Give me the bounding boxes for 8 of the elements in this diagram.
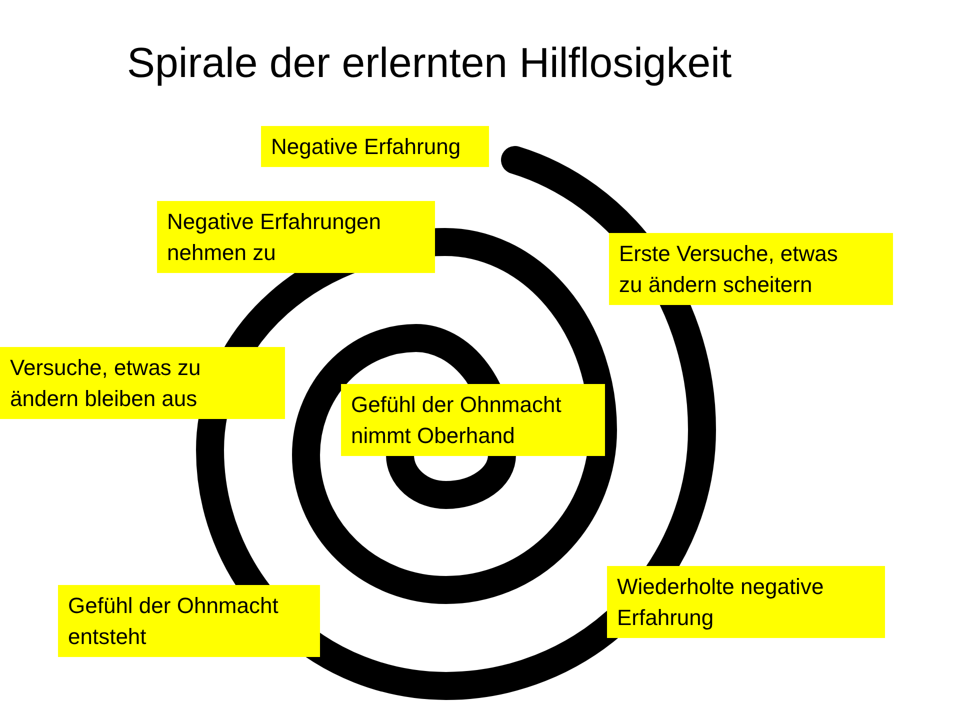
stage-label: Wiederholte negative Erfahrung: [607, 566, 885, 638]
stage-label: Versuche, etwas zu ändern bleiben aus: [0, 347, 285, 419]
title: Spirale der erlernten Hilflosigkeit: [127, 38, 732, 88]
stage-label: Gefühl der Ohnmacht entsteht: [58, 585, 320, 657]
stage-label: Erste Versuche, etwas zu ändern scheitern: [609, 233, 893, 305]
stage-label: Negative Erfahrungen nehmen zu: [157, 201, 435, 273]
stage-label: Negative Erfahrung: [261, 126, 489, 167]
stage-label: Gefühl der Ohnmacht nimmt Oberhand: [341, 384, 605, 456]
